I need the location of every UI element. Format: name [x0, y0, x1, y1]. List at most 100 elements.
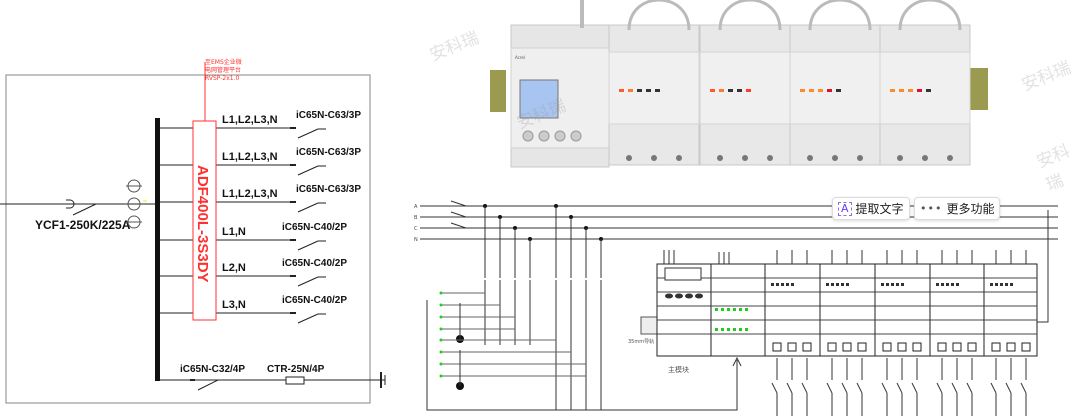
ct-port — [827, 342, 837, 352]
led — [781, 283, 784, 286]
din-rail — [640, 316, 658, 335]
branch-switch — [911, 382, 918, 394]
ct-port — [897, 342, 907, 352]
module-outline — [983, 263, 1038, 357]
terminal-screw — [742, 155, 748, 161]
ct-port — [1021, 342, 1031, 352]
ct-port — [802, 342, 812, 352]
spd-label: CTR-25N/4P — [267, 364, 325, 375]
status-led — [827, 89, 832, 92]
lcd-screen — [519, 79, 559, 119]
led — [946, 283, 949, 286]
led — [891, 283, 894, 286]
branch-switch — [1005, 382, 1012, 394]
sub-module — [874, 250, 931, 416]
terminal-screw — [767, 155, 773, 161]
led — [791, 283, 794, 286]
submodule-photo — [879, 0, 971, 166]
breaker-blade — [297, 202, 319, 213]
module-outline — [929, 263, 985, 357]
green-led — [739, 308, 742, 311]
led — [786, 283, 789, 286]
din-rail-left — [490, 70, 506, 112]
extract-text-button[interactable]: A 提取文字 — [832, 197, 910, 220]
status-led — [926, 89, 931, 92]
bus-label: B — [414, 215, 418, 221]
bus-label: N — [414, 237, 418, 243]
ct-port — [787, 342, 797, 352]
module-outline — [819, 263, 876, 357]
branch-circuit: L2,N iC65N-C40/2P — [160, 258, 347, 287]
ct-port — [952, 342, 962, 352]
ct-port — [842, 342, 852, 352]
led — [936, 283, 939, 286]
status-led — [628, 89, 633, 92]
terminal-screw — [807, 155, 813, 161]
status-led — [710, 89, 715, 92]
brand-text: Acrel — [515, 55, 525, 60]
module-face — [699, 51, 791, 125]
ct-port — [937, 342, 947, 352]
terminal-screw — [626, 155, 632, 161]
status-led — [917, 89, 922, 92]
status-led — [890, 89, 895, 92]
terminal-screw — [947, 155, 953, 161]
phase-label: L3,N — [222, 299, 246, 311]
led — [836, 283, 839, 286]
fuse-icon — [285, 376, 305, 385]
status-led — [646, 89, 651, 92]
led — [1005, 283, 1008, 286]
led — [881, 283, 884, 286]
module-face — [879, 51, 971, 125]
phase-label: L1,L2,L3,N — [222, 114, 278, 126]
led — [771, 283, 774, 286]
ct-port — [882, 342, 892, 352]
rs485-return — [426, 300, 738, 411]
green-led — [721, 308, 724, 311]
spd-breaker-symbol — [190, 379, 219, 391]
phase-label: L2,N — [222, 262, 246, 274]
green-led — [727, 308, 730, 311]
terminal-screw — [717, 155, 723, 161]
green-led — [721, 328, 724, 331]
module-outline — [710, 263, 766, 357]
led — [1010, 283, 1013, 286]
led — [841, 283, 844, 286]
status-led — [746, 89, 751, 92]
rj45-cable — [718, 0, 782, 31]
keypad — [522, 130, 582, 142]
sub-module — [983, 250, 1038, 416]
status-led — [809, 89, 814, 92]
led — [896, 283, 899, 286]
ct-port — [772, 342, 782, 352]
green-led — [715, 308, 718, 311]
branch-switch — [841, 382, 848, 394]
key-button — [695, 293, 703, 299]
terminal-screw — [832, 155, 838, 161]
main-breaker-symbol — [66, 199, 105, 216]
green-terminal — [439, 315, 443, 319]
breaker-label: iC65N-C63/3P — [296, 184, 361, 195]
status-led — [637, 89, 642, 92]
status-led — [818, 89, 823, 92]
module-face — [789, 51, 881, 125]
led — [941, 283, 944, 286]
branch-switch — [826, 382, 833, 394]
ct-port — [857, 342, 867, 352]
green-led — [739, 328, 742, 331]
green-terminal — [439, 291, 443, 295]
breaker-label: iC65N-C40/2P — [282, 258, 347, 269]
device-photo: Acrel — [490, 0, 988, 168]
terminal-screw — [651, 155, 657, 161]
more-features-button[interactable]: ••• 更多功能 — [914, 197, 1001, 220]
busbar — [155, 118, 160, 381]
more-features-label: 更多功能 — [946, 202, 995, 216]
breaker-blade — [297, 165, 319, 176]
led — [995, 283, 998, 286]
branch-switch — [881, 382, 888, 394]
ct-port — [991, 342, 1001, 352]
led — [826, 283, 829, 286]
